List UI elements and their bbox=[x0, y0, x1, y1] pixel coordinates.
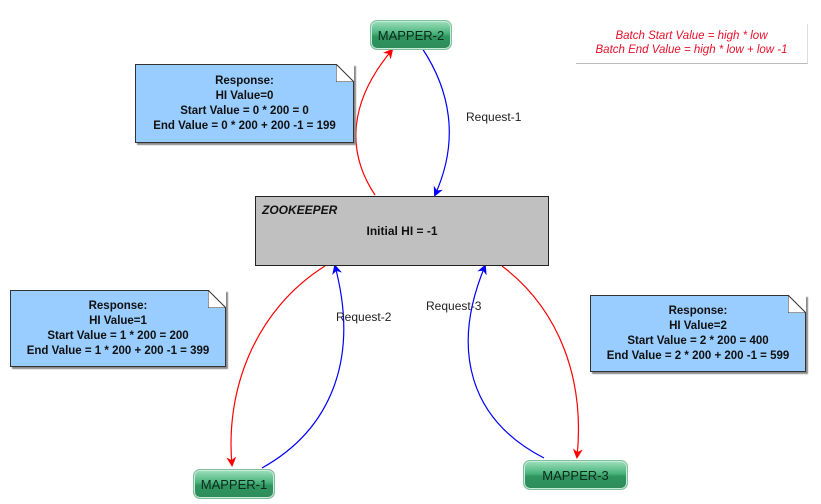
mapper-1-node[interactable]: MAPPER-1 bbox=[193, 469, 275, 499]
note-end-value: End Value = 0 * 200 + 200 -1 = 199 bbox=[153, 119, 336, 132]
request-3-label: Request-3 bbox=[426, 299, 482, 313]
mapper-1-label: MAPPER-1 bbox=[200, 476, 268, 492]
note-start-value: Start Value = 1 * 200 = 200 bbox=[47, 329, 189, 342]
note-start-value: Start Value = 2 * 200 = 400 bbox=[627, 334, 769, 347]
note-title: Response: bbox=[215, 74, 274, 87]
response-mapper-3-arrow bbox=[501, 265, 583, 459]
zookeeper-title: ZOOKEEPER bbox=[262, 203, 338, 217]
formula-legend: Batch Start Value = high * low Batch End… bbox=[576, 24, 808, 64]
note-start-value: Start Value = 0 * 200 = 0 bbox=[180, 104, 309, 117]
legend-start-formula: Batch Start Value = high * low bbox=[615, 30, 768, 42]
response-mapper-2-arrow bbox=[355, 48, 394, 196]
note-hi-value: HI Value=2 bbox=[669, 319, 727, 332]
mapper-2-label: MAPPER-2 bbox=[377, 27, 445, 43]
note-fold-icon bbox=[208, 290, 226, 308]
note-fold-icon bbox=[336, 64, 354, 82]
note-title: Response: bbox=[88, 299, 148, 312]
zookeeper-initial-hi: Initial HI = -1 bbox=[366, 224, 438, 238]
request-2-label: Request-2 bbox=[336, 310, 392, 324]
mapper-3-node[interactable]: MAPPER-3 bbox=[523, 460, 628, 490]
note-end-value: End Value = 1 * 200 + 200 -1 = 399 bbox=[26, 344, 210, 357]
request-1-arrow bbox=[421, 47, 450, 197]
note-title: Response: bbox=[668, 304, 728, 317]
zookeeper-node[interactable]: ZOOKEEPER Initial HI = -1 bbox=[255, 196, 549, 266]
request-2-arrow bbox=[261, 264, 345, 469]
note-fold-icon bbox=[788, 295, 806, 313]
mapper-3-label: MAPPER-3 bbox=[542, 467, 609, 483]
note-end-value: End Value = 2 * 200 + 200 -1 = 599 bbox=[606, 349, 790, 362]
response-note-2[interactable]: Response: HI Value=2 Start Value = 2 * 2… bbox=[590, 295, 806, 372]
response-note-1[interactable]: Response: HI Value=1 Start Value = 1 * 2… bbox=[10, 290, 226, 367]
response-mapper-1-arrow bbox=[226, 265, 326, 467]
legend-end-formula: Batch End Value = high * low + low -1 bbox=[595, 44, 788, 56]
note-hi-value: HI Value=0 bbox=[215, 89, 274, 102]
request-3-arrow bbox=[467, 264, 545, 459]
request-1-label: Request-1 bbox=[466, 110, 522, 124]
note-hi-value: HI Value=1 bbox=[89, 314, 147, 327]
response-note-0[interactable]: Response: HI Value=0 Start Value = 0 * 2… bbox=[135, 64, 354, 143]
mapper-2-node[interactable]: MAPPER-2 bbox=[370, 20, 452, 50]
